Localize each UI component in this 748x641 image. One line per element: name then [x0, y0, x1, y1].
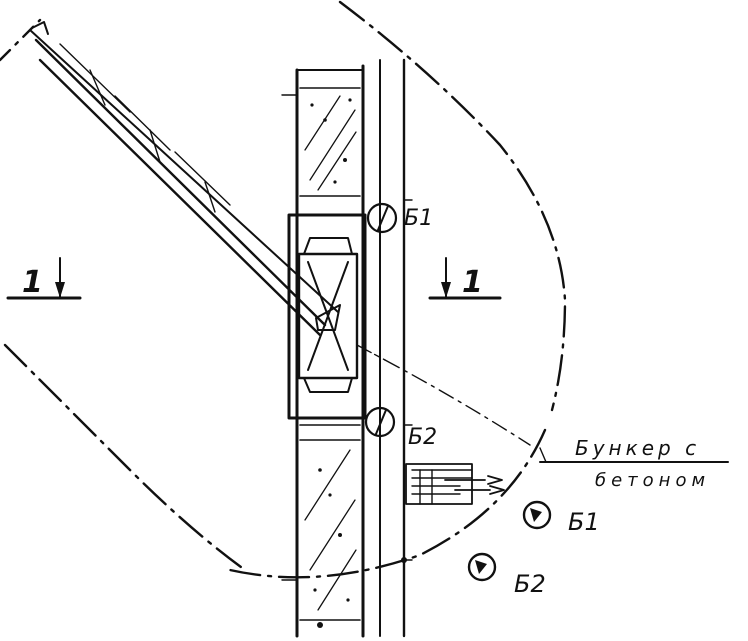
concrete-fill-upper [304, 95, 357, 191]
swing-radius-lower-arc [228, 428, 547, 579]
bucket-position-b1-label: Б1 [568, 508, 600, 536]
bucket-callout: Бункер с бетоном [539, 436, 729, 491]
bucket-position-b2: Б2 [467, 552, 546, 598]
column-mark-b1-label: Б1 [404, 206, 433, 231]
column-mark-b2: Б2 [364, 406, 437, 450]
swing-radius-upper-arc [338, 0, 567, 412]
section-mark-left-label: 1 [22, 265, 43, 300]
section-mark-right: 1 [428, 257, 502, 300]
work-platform [405, 463, 505, 505]
swing-radius-top-left-arc [0, 18, 42, 62]
column-mark-b2-label: Б2 [408, 425, 437, 450]
bucket-callout-line1: Бункер с [575, 436, 700, 460]
column-mark-b1: Б1 [366, 202, 433, 234]
crane-swing-radius [0, 0, 567, 579]
swing-radius-left-arc [3, 343, 247, 572]
section-mark-left: 1 [6, 257, 82, 300]
bucket-swing-path [384, 359, 531, 446]
bucket-position-b2-label: Б2 [514, 570, 546, 598]
bucket-callout-line2: бетоном [595, 470, 710, 491]
concrete-fill-lower [304, 449, 357, 611]
wall-column [281, 58, 413, 638]
concrete-boom [29, 21, 341, 337]
bucket-position-b1: Б1 [522, 500, 600, 536]
section-mark-right-label: 1 [462, 265, 483, 300]
